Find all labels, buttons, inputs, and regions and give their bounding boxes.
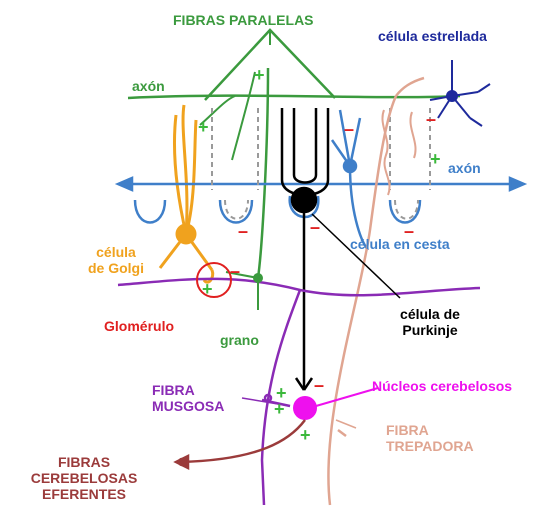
plus-sign: +: [276, 383, 287, 403]
purkinje-label: célula de Purkinje: [380, 306, 480, 338]
efferent-fibers-label-line3: EFERENTES: [41, 486, 126, 502]
mossy-fiber-label-line2: MUSGOSA: [152, 398, 225, 414]
purkinje-label-line1: célula de: [400, 306, 460, 322]
plus-sign: +: [254, 65, 265, 85]
granule-cell: [225, 271, 263, 310]
plus-sign: +: [202, 279, 213, 299]
cerebellar-nuclei: [293, 387, 379, 420]
minus-sign: –: [230, 261, 241, 281]
golgi-cell-label-line2: de Golgi: [88, 260, 144, 276]
axon-right-label: axón: [448, 160, 481, 176]
parallel-fibers: [127, 28, 461, 279]
minus-sign: –: [238, 221, 249, 241]
basket-cell: [114, 109, 528, 251]
plus-sign: +: [198, 117, 209, 137]
climbing-fiber-label-line2: TREPADORA: [386, 438, 474, 454]
plus-sign: +: [430, 149, 441, 169]
golgi-cell-label: célula de Golgi: [76, 244, 156, 276]
granule-label: grano: [220, 332, 259, 348]
mossy-fiber-label: FIBRA MUSGOSA: [152, 382, 224, 414]
glomerulus-circle: [196, 262, 232, 298]
efferent-fibers-label-line1: FIBRAS: [57, 454, 111, 470]
minus-sign: –: [344, 119, 355, 139]
plus-sign: +: [300, 425, 311, 445]
basket-cell-label: célula en cesta: [350, 236, 450, 252]
mossy-fiber-label-line1: FIBRA: [152, 382, 195, 398]
glomerulus-label: Glomérulo: [104, 318, 175, 334]
climbing-fiber-label: FIBRA TREPADORA: [386, 422, 474, 454]
climbing-fiber-label-line1: FIBRA: [386, 422, 429, 438]
parallel-fibers-label: FIBRAS PARALELAS: [173, 12, 314, 28]
efferent-fiber: [173, 419, 306, 471]
purkinje-dendrites: [211, 108, 431, 220]
stellate-cell: [429, 60, 491, 127]
stellate-cell-label: célula estrellada: [378, 28, 487, 44]
minus-sign: –: [404, 221, 415, 241]
pointer-lines: [241, 213, 401, 429]
minus-sign: –: [310, 217, 321, 237]
efferent-fibers-label-line2: CEREBELOSAS: [30, 470, 138, 486]
golgi-cell: [158, 104, 215, 284]
minus-sign: –: [426, 109, 437, 129]
plus-sign: +: [274, 399, 285, 419]
nuclei-label: Núcleos cerebelosos: [372, 378, 513, 394]
purkinje-cell: [280, 108, 330, 391]
purkinje-label-line2: Purkinje: [402, 322, 458, 338]
climbing-fiber: [327, 76, 425, 506]
axon-left-label: axón: [132, 78, 165, 94]
golgi-cell-label-line1: célula: [96, 244, 136, 260]
efferent-fibers-label: FIBRAS CEREBELOSAS EFERENTES: [4, 454, 164, 502]
minus-sign: –: [314, 375, 325, 395]
